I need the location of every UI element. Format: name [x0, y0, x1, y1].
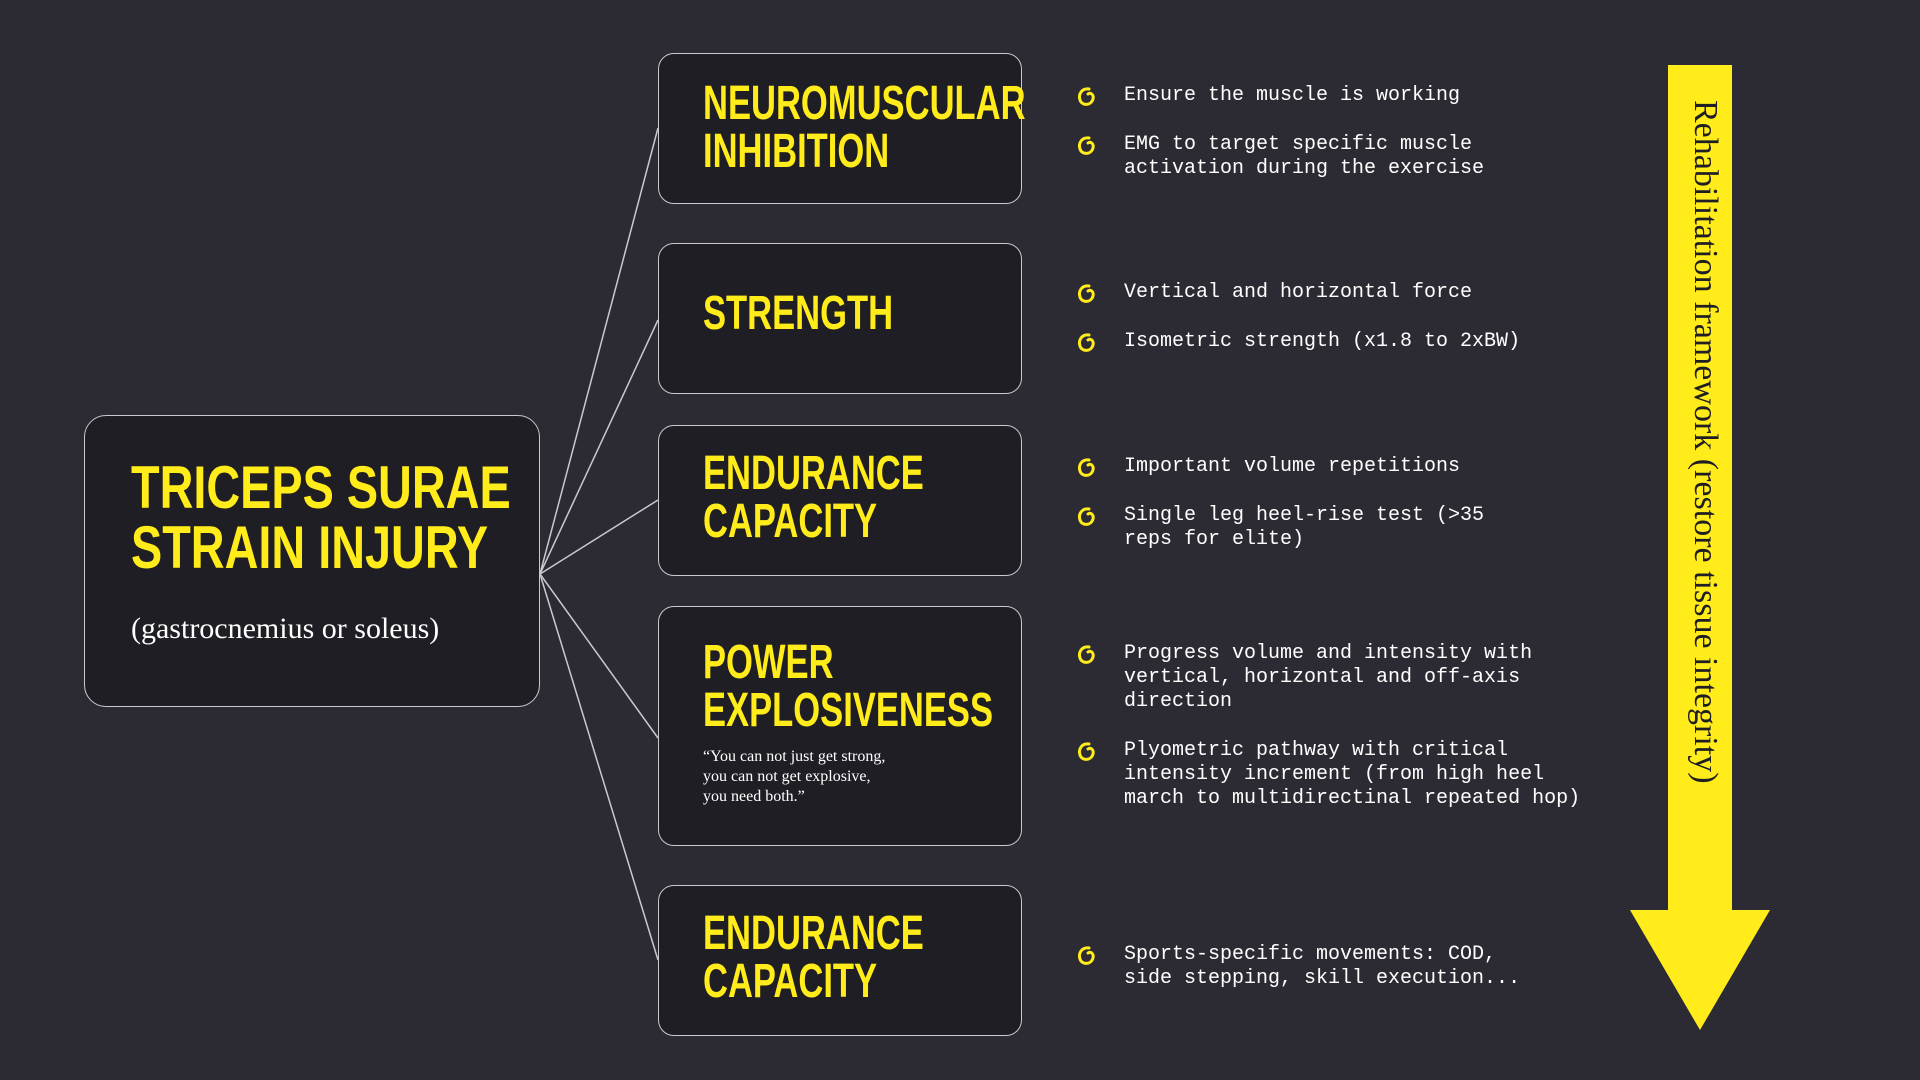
bullet-line: direction [1124, 690, 1233, 713]
bullet-line: Plyometric pathway with critical [1124, 739, 1509, 762]
bullet-line: intensity increment (from high heel [1124, 763, 1545, 786]
swirl-icon [1078, 333, 1095, 352]
node-title-line: CAPACITY [703, 955, 878, 1008]
node-title-line: POWER [703, 636, 834, 689]
quote-line: you can not get explosive, [703, 768, 871, 785]
quote-line: “You can not just get strong, [703, 748, 886, 765]
bullet-text: Sports-specific movements: COD,side step… [1124, 943, 1520, 991]
node-power-explosiveness: POWER EXPLOSIVENESS “You can not just ge… [658, 606, 1022, 846]
connector-line [539, 499, 659, 575]
bullet-text: Important volume repetitions [1124, 455, 1460, 479]
root-node-title: TRICEPS SURAE STRAIN INJURY [131, 458, 511, 581]
bullet-text: Vertical and horizontal force [1124, 281, 1472, 305]
swirl-icon [1078, 946, 1095, 965]
root-node-triceps-surae: TRICEPS SURAE STRAIN INJURY (gastrocnemi… [84, 415, 540, 707]
bullet-line: Progress volume and intensity with [1124, 642, 1533, 665]
node-title: POWER EXPLOSIVENESS [703, 639, 993, 735]
swirl-icon [1078, 136, 1095, 155]
bullet-line: Isometric strength (x1.8 to 2xBW) [1124, 330, 1521, 353]
node-quote: “You can not just get strong, you can no… [703, 747, 885, 807]
node-title-line: EXPLOSIVENESS [703, 684, 994, 737]
bullet-text: Isometric strength (x1.8 to 2xBW) [1124, 330, 1520, 354]
arrow-label-text: Rehabilitation framework (restore tissue… [1687, 100, 1724, 784]
swirl-icon [1078, 645, 1095, 664]
node-title: ENDURANCE CAPACITY [703, 450, 924, 546]
node-title-line: CAPACITY [703, 495, 878, 548]
bullet-line: march to multidirectinal repeated hop) [1124, 787, 1581, 810]
bullet-line: Sports-specific movements: COD, [1124, 943, 1497, 966]
arrow-label: Rehabilitation framework (restore tissue… [1660, 100, 1750, 960]
bullet-line: Ensure the muscle is working [1124, 84, 1461, 107]
bullet-line: vertical, horizontal and off-axis [1124, 666, 1521, 689]
connector-line [539, 127, 659, 575]
node-title-line: STRENGTH [703, 287, 894, 340]
bullet-line: EMG to target specific muscle [1124, 133, 1473, 156]
node-neuromuscular-inhibition: NEUROMUSCULAR INHIBITION [658, 53, 1026, 204]
swirl-icon [1078, 284, 1095, 303]
connector-line [539, 319, 659, 575]
node-title-line: ENDURANCE [703, 907, 924, 960]
node-title: STRENGTH [703, 290, 893, 338]
quote-line: you need both.” [703, 788, 805, 805]
connector-line [539, 573, 659, 961]
node-title-line: NEUROMUSCULAR [703, 77, 1026, 130]
root-title-line: STRAIN INJURY [131, 514, 489, 581]
bullet-line: activation during the exercise [1124, 157, 1485, 180]
node-title-line: INHIBITION [703, 125, 890, 178]
bullet-line: Single leg heel-rise test (>35 [1124, 504, 1485, 527]
node-endurance-capacity: ENDURANCE CAPACITY [658, 425, 1022, 576]
swirl-icon [1078, 507, 1095, 526]
node-title-line: ENDURANCE [703, 447, 924, 500]
node-title: ENDURANCE CAPACITY [703, 910, 924, 1006]
bullet-line: side stepping, skill execution... [1124, 967, 1521, 990]
bullet-line: reps for elite) [1124, 528, 1305, 551]
swirl-icon [1078, 87, 1095, 106]
swirl-icon [1078, 458, 1095, 477]
node-endurance-capacity-2: ENDURANCE CAPACITY [658, 885, 1022, 1036]
arrow-shape [1630, 65, 1770, 1030]
bullet-line: Vertical and horizontal force [1124, 281, 1473, 304]
swirl-icon [1078, 742, 1095, 761]
node-title: NEUROMUSCULAR INHIBITION [703, 80, 1026, 176]
node-strength: STRENGTH [658, 243, 1022, 394]
root-node-subtitle: (gastrocnemius or soleus) [131, 612, 440, 645]
bullet-line: Important volume repetitions [1124, 455, 1461, 478]
bullet-text: Ensure the muscle is working [1124, 84, 1460, 108]
connector-line [539, 573, 659, 739]
